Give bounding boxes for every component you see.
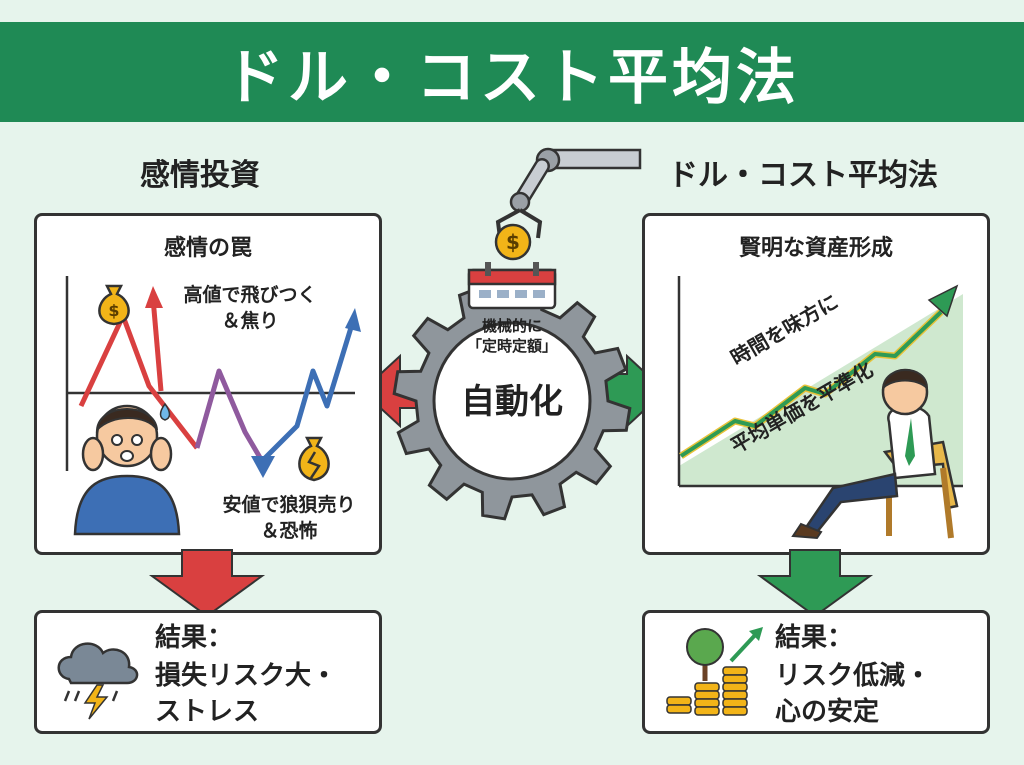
title-banner: ドル・コスト平均法 xyxy=(0,22,1024,122)
left-panel: 感情の罠 $ 高値で飛びつく ＆焦り 安値で狼狽売り ＆恐怖 xyxy=(34,213,382,555)
page-title: ドル・コスト平均法 xyxy=(224,42,800,113)
svg-text:$: $ xyxy=(108,301,119,320)
money-bag-icon: $ xyxy=(98,284,130,326)
note-buy-high: 高値で飛びつく ＆焦り xyxy=(183,284,317,332)
coin-icon: $ xyxy=(494,223,532,261)
volatile-chart xyxy=(65,276,361,478)
gear-note: 機械的に 「定時定額」 xyxy=(466,317,557,355)
note-sell-low: 安値で狼狽売り ＆恐怖 xyxy=(222,494,356,542)
gear-label: 自動化 xyxy=(461,382,563,422)
svg-text:$: $ xyxy=(506,230,520,254)
left-result-panel: 結果： 損失リスク大・ ストレス xyxy=(34,610,382,734)
tree-coins-icon xyxy=(666,627,763,716)
broken-money-bag-icon xyxy=(298,436,330,482)
right-result-line2: 心の安定 xyxy=(775,697,880,727)
right-result-panel: 結果： リスク低減・ 心の安定 xyxy=(642,610,990,734)
left-result-label: 結果： xyxy=(155,623,234,653)
right-panel-title: 賢明な資産形成 xyxy=(738,236,893,261)
green-arrow-down xyxy=(756,549,874,618)
calendar-icon xyxy=(467,262,557,310)
left-result-line1: 損失リスク大・ xyxy=(155,661,338,691)
left-panel-title: 感情の罠 xyxy=(163,236,252,261)
red-arrow-down xyxy=(148,549,266,618)
right-heading: ドル・コスト平均法 xyxy=(668,158,938,193)
storm-cloud-icon xyxy=(57,642,139,720)
right-panel: 賢明な資産形成 時間を味方に 平均単価を平準化 xyxy=(642,213,990,555)
right-result-label: 結果： xyxy=(775,623,854,653)
left-result-line2: ストレス xyxy=(155,697,260,727)
anxious-person-icon xyxy=(73,402,181,536)
robot-arm-icon xyxy=(495,147,642,239)
left-heading: 感情投資 xyxy=(140,158,260,193)
relaxed-person-icon xyxy=(791,368,959,540)
right-result-line1: リスク低減・ xyxy=(775,661,932,691)
gear-icon xyxy=(392,281,632,521)
